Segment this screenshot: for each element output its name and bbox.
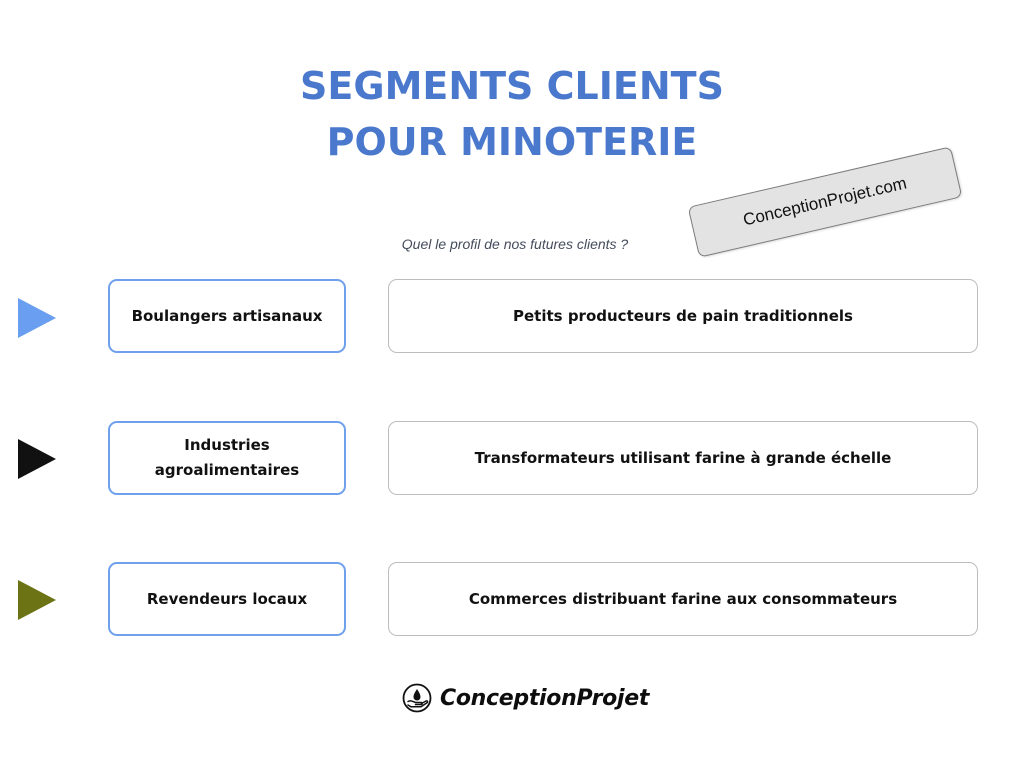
hand-holding-drop-icon: [402, 683, 432, 713]
watermark-stamp-text: ConceptionProjet.com: [741, 173, 909, 230]
page-title: SEGMENTS CLIENTS POUR MINOTERIE: [0, 58, 1024, 170]
row-3-description-box: Commerces distribuant farine aux consomm…: [388, 562, 978, 636]
row-1-arrow-icon: [18, 298, 56, 338]
title-line-1: SEGMENTS CLIENTS: [300, 64, 724, 108]
row-2-arrow-icon: [18, 439, 56, 479]
subtitle: Quel le profil de nos futures clients ?: [401, 236, 629, 252]
footer-logo-text: ConceptionProjet: [440, 685, 650, 711]
row-1-segment-box: Boulangers artisanaux: [108, 279, 346, 353]
row-2-description-box: Transformateurs utilisant farine à grand…: [388, 421, 978, 495]
row-2-segment-box: Industries agroalimentaires: [108, 421, 346, 495]
title-line-2: POUR MINOTERIE: [326, 120, 698, 164]
row-3-arrow-icon: [18, 580, 56, 620]
row-3-segment-box: Revendeurs locaux: [108, 562, 346, 636]
row-1-description-box: Petits producteurs de pain traditionnels: [388, 279, 978, 353]
footer-logo: ConceptionProjet: [402, 678, 649, 718]
